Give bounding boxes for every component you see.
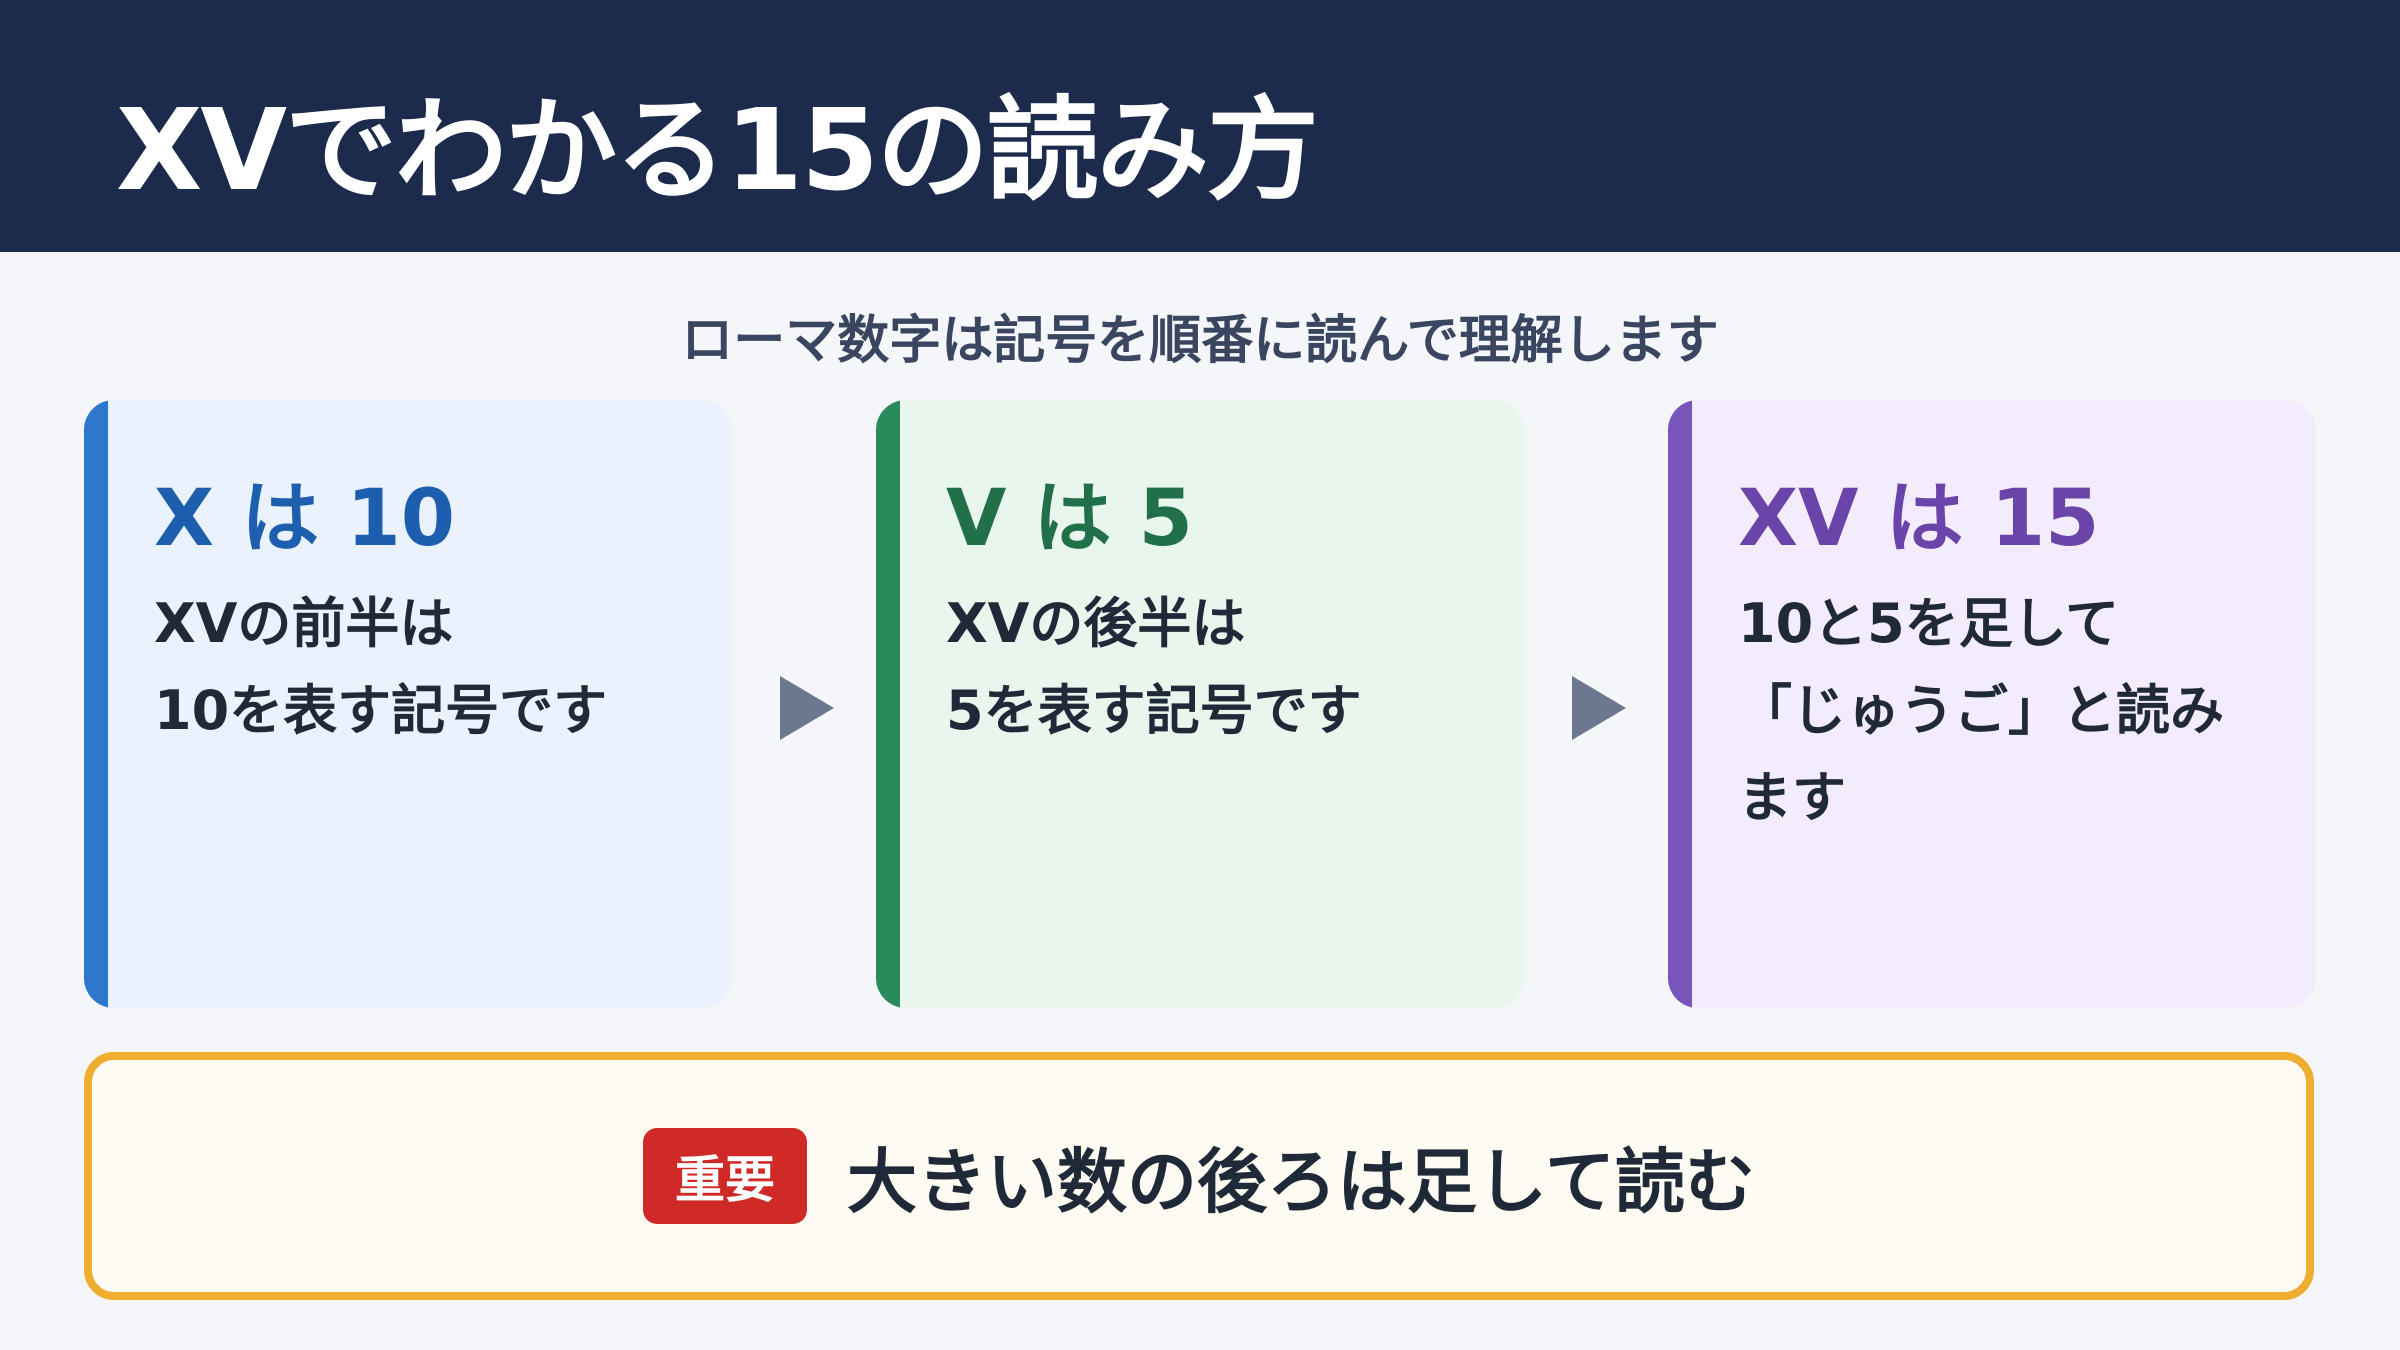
card-xv: XV は 15 10と5を足して 「じゅうご」と読み ます [1668,400,2316,1008]
card-line: 10を表す記号です [154,679,608,742]
card-line: 「じゅうご」と読み [1738,679,2224,742]
card-heading: V は 5 [946,474,1193,564]
important-callout: 重要 大きい数の後ろは足して読む [84,1052,2314,1300]
card-heading: X は 10 [154,474,455,564]
card-body: XVの後半は 5を表す記号です [946,580,1506,754]
card-line: XVの前半は [154,592,454,655]
callout-text: 大きい数の後ろは足して読む [847,1140,1755,1223]
card-body: 10と5を足して 「じゅうご」と読み ます [1738,580,2298,841]
card-heading: XV は 15 [1738,474,2100,564]
card-x: X は 10 XVの前半は 10を表す記号です [84,400,732,1008]
arrow-right-icon [780,676,834,740]
card-line: 10と5を足して [1738,592,2120,655]
card-line: ます [1738,766,1846,829]
card-line: XVの後半は [946,592,1246,655]
header-banner: XVでわかる15の読み方 [0,0,2400,252]
arrow-right-icon [1572,676,1626,740]
card-line: 5を表す記号です [946,679,1362,742]
page-subtitle: ローマ数字は記号を順番に読んで理解します [681,311,1719,371]
card-body: XVの前半は 10を表す記号です [154,580,714,754]
important-badge: 重要 [643,1128,808,1224]
page-title: XVでわかる15の読み方 [116,86,1319,216]
card-v: V は 5 XVの後半は 5を表す記号です [876,400,1524,1008]
